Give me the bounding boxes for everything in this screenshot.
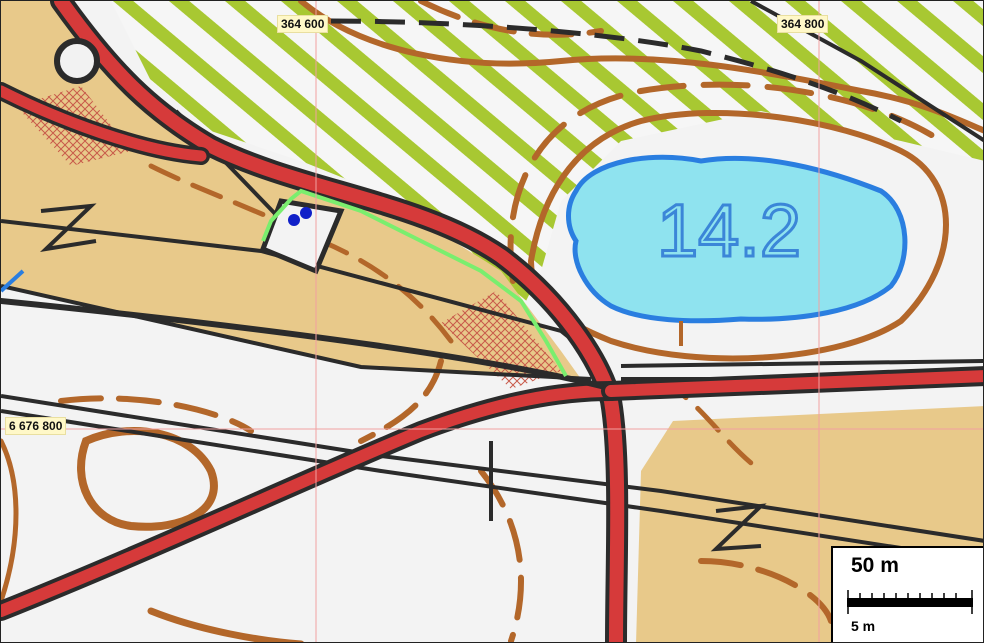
grid-label-easting-2: 364 800 [777,15,829,33]
roundabout [54,38,100,84]
scale-bar [847,590,973,614]
trail-dashed [330,18,903,124]
scale-legend: 50 m 5 m [831,546,983,642]
stream [1,269,25,293]
scale-minor-label: 5 m [851,618,876,634]
lake [566,154,908,324]
gps-track [261,188,568,377]
vegetation-area [111,1,983,311]
scale-major-label: 50 m [851,554,899,577]
track-marker-2 [300,207,312,219]
lake-elevation-label: 14.2 [657,189,801,272]
grid-label-northing-1: 6 676 800 [5,417,67,435]
track-marker-1 [288,214,300,226]
z-symbols [39,203,767,552]
grid-label-easting-1: 364 600 [277,15,329,33]
hatched-patch-2 [441,291,561,389]
